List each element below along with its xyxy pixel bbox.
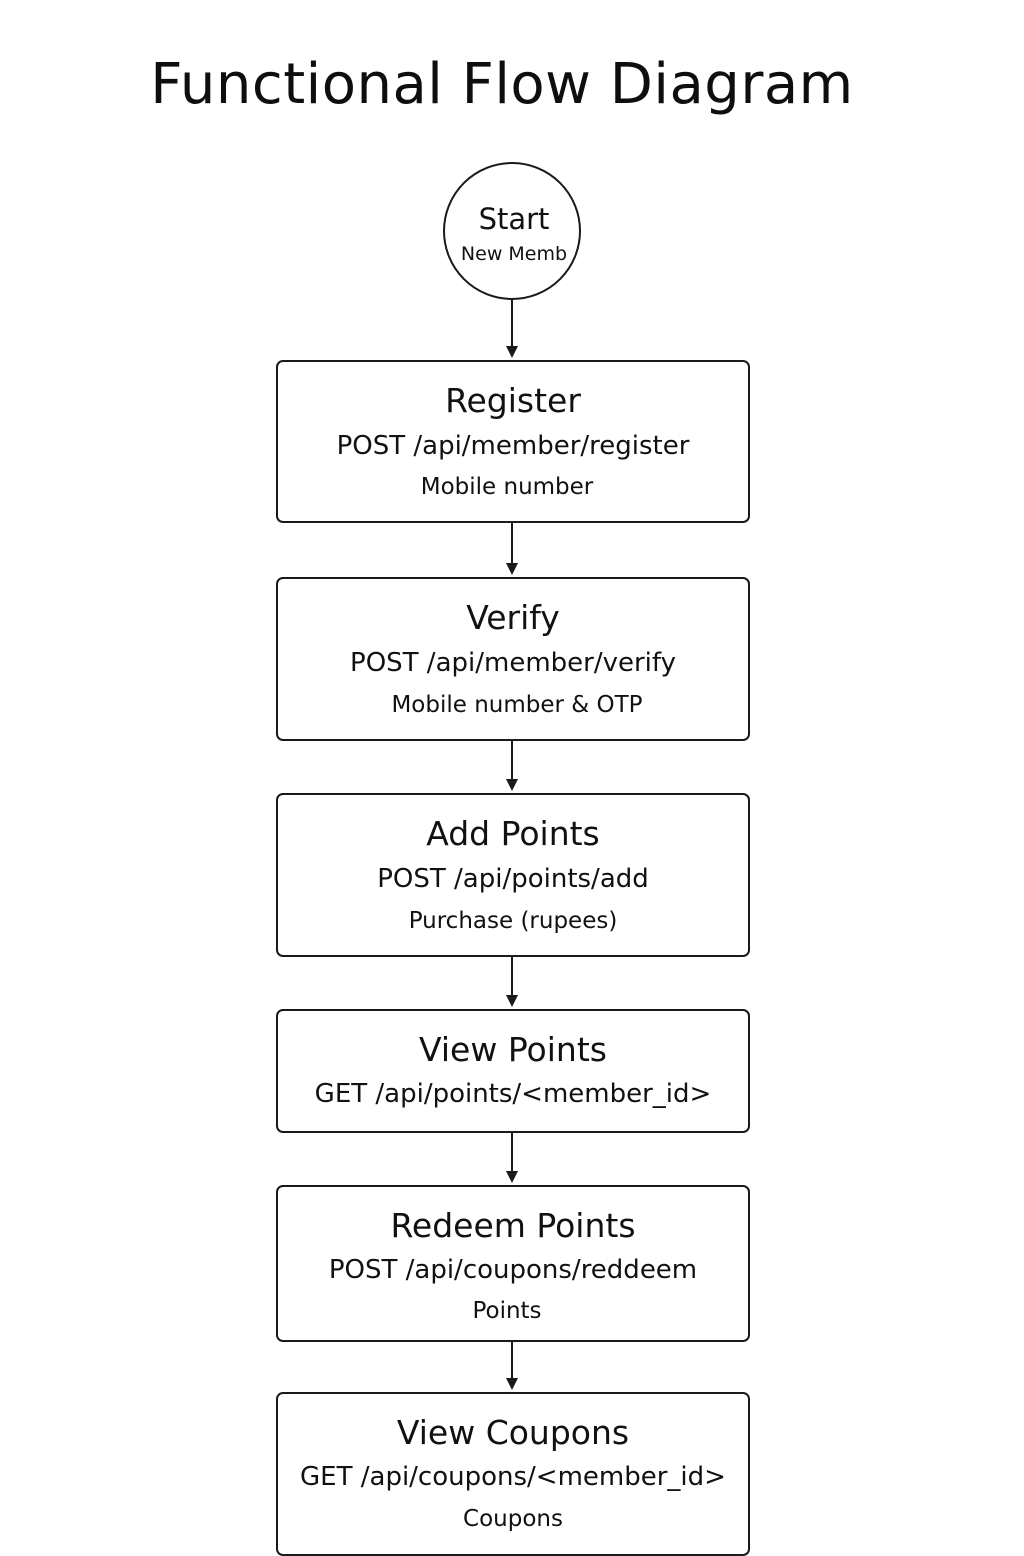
start-node: Start New Memb bbox=[443, 162, 581, 300]
start-sublabel: New Memb bbox=[460, 243, 568, 265]
arrowhead-register-verify bbox=[506, 563, 518, 575]
arrowhead-verify-addpoints bbox=[506, 779, 518, 791]
step-view-points: View Points GET /api/points/<member_id> bbox=[276, 1009, 750, 1133]
connector-redeem-viewcoupons bbox=[511, 1340, 513, 1380]
step-endpoint: POST /api/points/add bbox=[377, 864, 649, 894]
diagram-title: Functional Flow Diagram bbox=[150, 52, 854, 117]
step-param: Points bbox=[472, 1298, 542, 1324]
step-register: Register POST /api/member/register Mobil… bbox=[276, 360, 750, 523]
step-param: Mobile number & OTP bbox=[391, 692, 643, 718]
step-title: View Coupons bbox=[396, 1413, 630, 1452]
step-param: Coupons bbox=[463, 1506, 563, 1532]
step-endpoint: GET /api/coupons/<member_id> bbox=[300, 1462, 726, 1492]
step-title: Verify bbox=[466, 598, 560, 637]
step-endpoint: GET /api/points/<member_id> bbox=[314, 1079, 712, 1109]
step-verify: Verify POST /api/member/verify Mobile nu… bbox=[276, 577, 750, 741]
arrowhead-viewpoints-redeem bbox=[506, 1171, 518, 1183]
step-param: Mobile number bbox=[420, 474, 594, 500]
connector-viewpoints-redeem bbox=[511, 1131, 513, 1173]
arrowhead-addpoints-viewpoints bbox=[506, 995, 518, 1007]
arrowhead-redeem-viewcoupons bbox=[506, 1378, 518, 1390]
step-endpoint: POST /api/coupons/reddeem bbox=[328, 1255, 698, 1285]
step-title: Redeem Points bbox=[390, 1206, 636, 1245]
step-endpoint: POST /api/member/verify bbox=[350, 648, 676, 678]
connector-verify-addpoints bbox=[511, 739, 513, 781]
connector-start-register bbox=[511, 298, 513, 348]
arrowhead-start-register bbox=[506, 346, 518, 358]
step-title: Add Points bbox=[426, 814, 600, 853]
step-param: Purchase (rupees) bbox=[408, 908, 618, 934]
step-title: View Points bbox=[419, 1030, 607, 1069]
connector-addpoints-viewpoints bbox=[511, 955, 513, 997]
step-redeem-points: Redeem Points POST /api/coupons/reddeem … bbox=[276, 1185, 750, 1342]
connector-register-verify bbox=[511, 521, 513, 565]
step-endpoint: POST /api/member/register bbox=[336, 431, 690, 461]
step-title: Register bbox=[445, 381, 581, 420]
step-view-coupons: View Coupons GET /api/coupons/<member_id… bbox=[276, 1392, 750, 1556]
step-add-points: Add Points POST /api/points/add Purchase… bbox=[276, 793, 750, 957]
start-label: Start bbox=[478, 202, 550, 236]
